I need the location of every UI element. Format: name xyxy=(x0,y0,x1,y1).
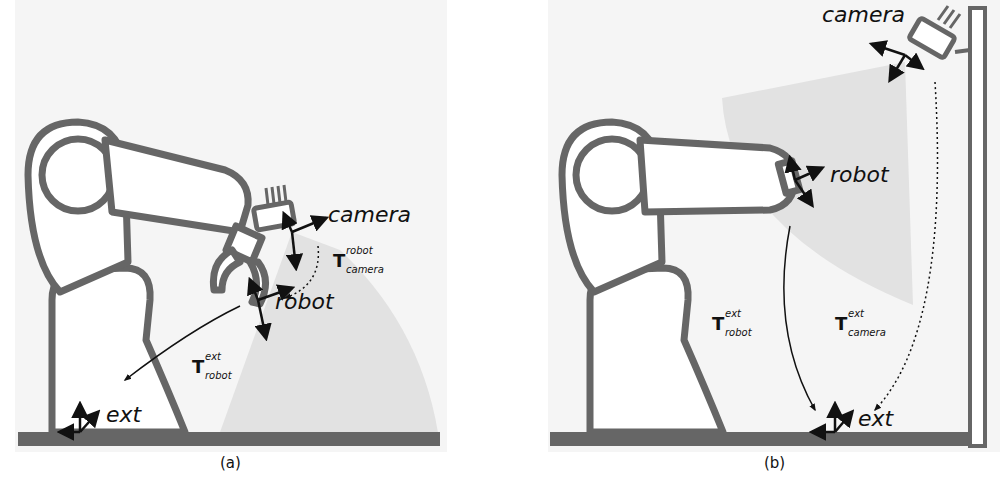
transform-arrow xyxy=(784,226,815,410)
transform-subscript: robot xyxy=(725,328,752,338)
transform-symbol: T xyxy=(835,315,847,333)
transform-superscript: ext xyxy=(848,309,864,319)
transform-arrow xyxy=(875,82,938,410)
transform-arrow xyxy=(125,306,240,380)
frame-name: ext xyxy=(858,408,893,430)
panel-label: (a) xyxy=(220,456,241,471)
robot-arm xyxy=(28,122,266,432)
panel-label: (b) xyxy=(764,456,785,471)
camera-fov xyxy=(215,232,440,446)
frame-name: robot xyxy=(830,164,889,186)
frame-axes xyxy=(790,44,922,432)
frame-name: camera xyxy=(822,4,905,26)
transform-subscript: robot xyxy=(205,371,232,381)
frame-axes xyxy=(60,214,326,432)
frame-name: robot xyxy=(275,291,334,313)
panel-bg xyxy=(548,0,1000,452)
camera-pole xyxy=(970,8,985,446)
frame-name: ext xyxy=(106,404,141,426)
frame-name: camera xyxy=(328,204,411,226)
transform-superscript: ext xyxy=(205,352,221,362)
transform-symbol: T xyxy=(712,315,724,333)
panel-bg xyxy=(15,0,447,452)
transform-symbol: T xyxy=(333,252,345,270)
transform-subscript: camera xyxy=(346,265,384,275)
transform-superscript: robot xyxy=(346,246,373,256)
camera-icon xyxy=(909,6,970,58)
transform-subscript: camera xyxy=(848,328,886,338)
transform-superscript: ext xyxy=(725,309,741,319)
transform-symbol: T xyxy=(192,358,204,376)
robot-arm xyxy=(562,122,800,432)
